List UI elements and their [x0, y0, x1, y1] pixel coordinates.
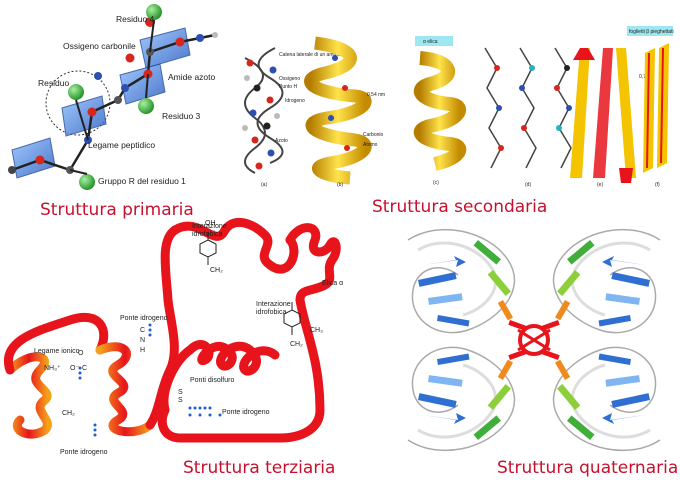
label-h-point: Punto H — [279, 84, 297, 90]
label-alpha-helix: Elica α — [322, 280, 343, 287]
r-group-residue-sphere — [68, 84, 84, 100]
quaternary-structure-panel — [398, 220, 670, 460]
sub-label-b: (b) — [337, 182, 343, 188]
beta-sheet-box-label: foglietti β pieghettati — [629, 29, 674, 35]
label-r-group: Gruppo R del residuo 1 — [98, 176, 186, 186]
label-nitrogen: Azoto — [275, 138, 288, 144]
r-group-1-sphere — [79, 174, 95, 190]
tertiary-chain — [8, 222, 336, 438]
label-ch2-top: CH₂ — [210, 267, 223, 274]
r-group-3-sphere — [138, 98, 154, 114]
label-carbonyl-oxygen: Ossigeno carbonile — [63, 41, 136, 51]
label-amide-nitrogen: Amide azoto — [168, 72, 216, 82]
label-h-bond-2: Ponte idrogeno — [222, 409, 270, 416]
helix-ball-stick — [242, 48, 283, 173]
sub-label-e: (e) — [597, 182, 603, 188]
primary-structure-panel: Residuo 4 Ossigeno carbonile Residuo Ami… — [0, 0, 235, 200]
sub-label-a: (a) — [261, 182, 267, 188]
label-ch2-right: CH₂ — [290, 341, 303, 348]
label-ch3: CH₃ — [310, 327, 323, 334]
label-hydrophobic-1b: idrofobica — [192, 231, 222, 238]
label-h-bond-3: Ponte idrogeno — [60, 449, 108, 456]
label-pitch: 0,54 nm — [367, 92, 385, 98]
label-n-top: N — [140, 337, 145, 344]
label-residue4: Residuo 4 — [116, 14, 155, 24]
phenol-ring — [200, 240, 216, 257]
caption-secondary: Struttura secondaria — [372, 197, 547, 217]
quaternary-structure-illustration — [398, 220, 670, 460]
sub-label-f: (f) — [655, 182, 660, 188]
sheet-flat — [643, 43, 669, 173]
label-ch2-bottom: CH₂ — [62, 410, 75, 417]
label-peptide-bond: Legame peptidico — [88, 140, 155, 150]
label-o-minus: O⁻ — [70, 365, 79, 372]
label-nh3: NH₃⁺ — [44, 365, 61, 372]
label-hydrogen: Idrogeno — [285, 98, 305, 104]
sub-label-d: (d) — [525, 182, 531, 188]
sheet-arrows — [570, 48, 636, 183]
label-hydrophobic-2b: idrofobica — [256, 309, 286, 316]
primary-structure-illustration: Residuo 4 Ossigeno carbonile Residuo Ami… — [0, 0, 235, 200]
helix-ribbon-atoms — [311, 43, 366, 178]
label-h-top: H — [140, 347, 145, 354]
label-hydrophobic-2: Interazione — [256, 301, 291, 308]
label-s-1: S — [178, 389, 183, 396]
label-disulfide: Ponti disolfuro — [190, 377, 234, 384]
caption-quaternary: Struttura quaternaria — [497, 458, 678, 478]
sub-label-c: (c) — [433, 180, 439, 186]
tertiary-structure-illustration: Interazione idrofobica OH CH₂ Elica α Po… — [0, 210, 370, 460]
label-oh: OH — [205, 220, 216, 227]
protein-subunit — [408, 230, 527, 333]
caption-tertiary: Struttura terziaria — [183, 458, 335, 478]
label-h-bond-1: Ponte idrogeno — [120, 315, 168, 322]
phenyl-ring — [284, 310, 300, 327]
secondary-structure-illustration: Catena laterale di un amminoacido Ossige… — [235, 18, 675, 193]
alpha-helix-box-label: α elica — [423, 39, 438, 45]
tertiary-structure-panel: Interazione idrofobica OH CH₂ Elica α Po… — [0, 210, 370, 460]
label-c-top: C — [140, 327, 145, 334]
label-c-ionic: C — [82, 365, 87, 372]
label-residue3: Residuo 3 — [162, 111, 201, 121]
label-atom: Atomo — [363, 142, 378, 148]
label-carbon: Carbonio — [363, 132, 384, 138]
label-residue: Residuo — [38, 78, 69, 88]
sheet-ball-stick — [485, 48, 572, 168]
helix-ribbon-plain — [420, 58, 459, 164]
secondary-structure-panel: Catena laterale di un amminoacido Ossige… — [235, 18, 675, 193]
label-ionic-bond: Legame ionico — [34, 348, 80, 355]
label-o-ionic: O — [78, 350, 84, 357]
label-oxygen: Ossigeno — [279, 76, 300, 82]
label-s-2: S — [178, 397, 183, 404]
